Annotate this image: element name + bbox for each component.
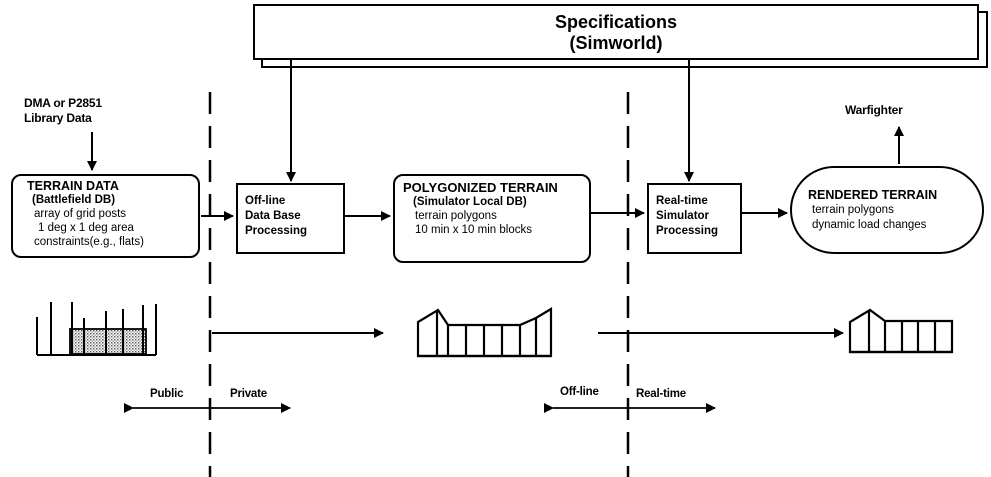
specifications-title: Specifications — [554, 12, 678, 32]
polygonized-terrain-line2: 10 min x 10 min blocks — [415, 224, 532, 236]
source-label-line2: Library Data — [24, 111, 92, 125]
polygonized-terrain-box: POLYGONIZED TERRAIN (Simulator Local DB)… — [393, 174, 591, 263]
label-public: Public — [150, 388, 184, 400]
terrain-data-box: TERRAIN DATA (Battlefield DB) array of g… — [11, 174, 200, 258]
offline-processing-line2: Data Base — [245, 210, 301, 222]
specifications-shadow — [261, 11, 988, 68]
rendered-terrain-line1: terrain polygons — [812, 204, 894, 216]
offline-processing-line1: Off-line — [245, 195, 286, 207]
label-offline: Off-line — [560, 386, 599, 398]
realtime-processing-line1: Real-time — [656, 195, 708, 207]
rendered-terrain-box: RENDERED TERRAIN terrain polygons dynami… — [790, 166, 984, 254]
rendered-terrain-title: RENDERED TERRAIN — [808, 188, 938, 202]
offline-processing-line3: Processing — [245, 225, 307, 237]
warfighter-label: Warfighter — [845, 103, 903, 117]
terrain-data-subtitle: (Battlefield DB) — [32, 194, 116, 206]
rendered-terrain-line2: dynamic load changes — [812, 219, 927, 231]
label-private: Private — [230, 388, 267, 400]
label-realtime: Real-time — [636, 388, 686, 400]
polygonized-terrain-subtitle: (Simulator Local DB) — [413, 196, 527, 208]
specifications-box: Specifications (Simworld) — [253, 4, 979, 60]
specifications-subtitle: (Simworld) — [569, 33, 663, 53]
source-label: DMA or P2851 Library Data — [24, 96, 102, 126]
terrain-data-line3: constraints(e.g., flats) — [34, 236, 144, 248]
realtime-processing-line2: Simulator — [656, 210, 710, 222]
terrain-data-line1: array of grid posts — [34, 208, 127, 220]
source-label-line1: DMA or P2851 — [24, 96, 102, 110]
realtime-processing-box: Real-time Simulator Processing — [647, 183, 742, 254]
rendered-blocks-icon — [848, 308, 954, 354]
offline-processing-box: Off-line Data Base Processing — [236, 183, 345, 254]
polygonized-terrain-line1: terrain polygons — [415, 210, 497, 222]
grid-posts-icon — [36, 302, 157, 356]
terrain-data-line2: 1 deg x 1 deg area — [38, 222, 134, 234]
polygonized-terrain-title: POLYGONIZED TERRAIN — [403, 180, 558, 195]
polygon-blocks-icon — [416, 307, 553, 358]
terrain-data-title: TERRAIN DATA — [27, 179, 119, 193]
realtime-processing-line3: Processing — [656, 225, 718, 237]
